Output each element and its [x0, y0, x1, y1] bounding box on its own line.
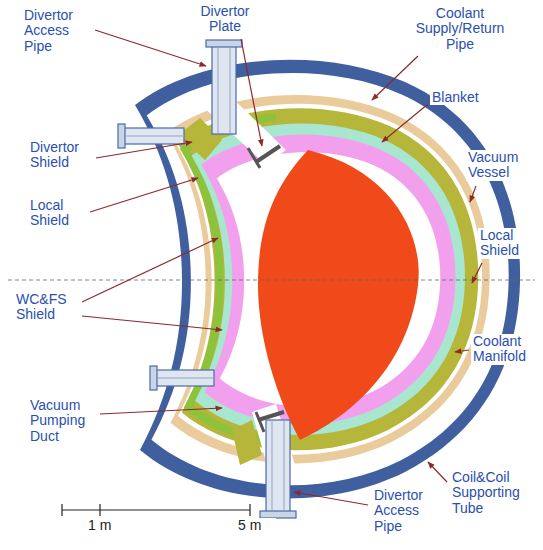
label-box: Divertor Plate	[192, 4, 258, 35]
leader-line	[372, 56, 418, 100]
scale-bar	[62, 504, 250, 516]
midplane-axis	[8, 280, 535, 281]
part-label: Divertor Plate	[192, 4, 258, 35]
label-box: Divertor Access Pipe	[22, 8, 92, 54]
vessel-gap	[174, 104, 482, 455]
label-box: Coolant Supply/Return Pipe	[410, 6, 510, 52]
scale-label: 5 m	[236, 518, 276, 533]
coil-band	[135, 60, 520, 499]
plasma	[258, 150, 419, 440]
leader-line	[455, 350, 469, 352]
leader-line	[100, 408, 222, 414]
divertor-plate	[258, 412, 284, 420]
part-label: Vacuum Pumping Duct	[28, 398, 100, 444]
local-shield	[178, 108, 478, 450]
part-label: Local Shield	[478, 228, 538, 259]
label-box: Local Shield	[28, 198, 88, 229]
leader-line	[82, 238, 218, 302]
leader-line	[294, 492, 368, 505]
label-box: Coolant Manifold	[471, 334, 539, 365]
leader-line	[90, 178, 198, 212]
label-box: Blanket	[430, 90, 492, 105]
part-label: Local Shield	[28, 198, 88, 229]
label-box: Divertor Shield	[28, 140, 96, 171]
label-box: 1 m	[86, 518, 126, 533]
label-box: 5 m	[236, 518, 276, 533]
scale-label: 1 m	[86, 518, 126, 533]
horizontal-pipe	[150, 366, 214, 390]
divertor-access-pipe	[206, 40, 242, 134]
label-box: Divertor Access Pipe	[372, 488, 444, 534]
part-label: Blanket	[430, 90, 492, 105]
leader-line	[96, 142, 192, 158]
part-label: Vacuum Vessel	[466, 150, 530, 181]
divertor-access-pipe	[260, 420, 296, 518]
leader-lines	[82, 30, 482, 505]
leader-line	[382, 104, 428, 142]
divertor-plate	[256, 146, 280, 162]
wc-fs-shield	[185, 116, 276, 443]
label-box: Coil&Coil Supporting Tube	[450, 470, 538, 516]
coil-gap	[147, 73, 509, 485]
label-box: WC&FS Shield	[14, 292, 80, 323]
part-label: WC&FS Shield	[14, 292, 80, 323]
leader-line	[470, 186, 476, 202]
part-label: Divertor Access Pipe	[22, 8, 92, 54]
part-label: Divertor Shield	[28, 140, 96, 171]
divertor-plate	[256, 412, 264, 432]
divertor-plate	[248, 148, 260, 168]
label-box: Local Shield	[478, 228, 538, 259]
leader-line	[428, 462, 447, 482]
label-box: Vacuum Vessel	[466, 150, 530, 181]
label-box: Vacuum Pumping Duct	[28, 398, 100, 444]
part-label: Coil&Coil Supporting Tube	[450, 470, 538, 516]
leader-line	[241, 39, 262, 146]
part-label: Coolant Supply/Return Pipe	[410, 6, 510, 52]
leader-line	[82, 316, 222, 330]
wc-fs-shield-group	[185, 116, 276, 443]
part-label: Divertor Access Pipe	[372, 488, 444, 534]
leader-line	[472, 263, 482, 283]
leader-line	[95, 30, 206, 66]
part-label: Coolant Manifold	[471, 334, 539, 365]
